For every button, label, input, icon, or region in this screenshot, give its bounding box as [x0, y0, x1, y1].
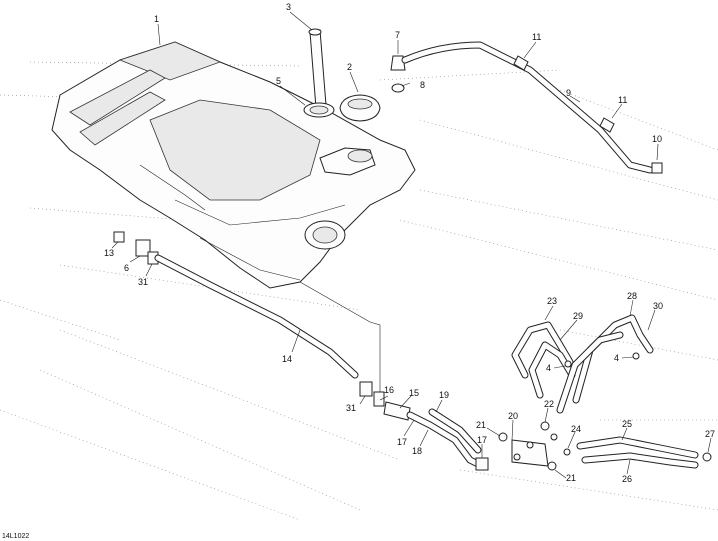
callout-26: 26 [622, 474, 632, 484]
fuel-cap [339, 94, 381, 122]
upper-hoses [511, 314, 654, 414]
diagram-code: 14L1022 [2, 533, 29, 540]
callout-31-a: 31 [138, 277, 148, 287]
callout-13: 13 [104, 248, 114, 258]
callout-19: 19 [439, 390, 449, 400]
callout-3: 3 [286, 2, 291, 12]
callout-14: 14 [282, 354, 292, 364]
callout-4-b: 4 [614, 353, 619, 363]
callout-16: 16 [384, 385, 394, 395]
left-fittings [113, 231, 159, 265]
callout-8: 8 [420, 80, 425, 90]
callout-10: 10 [652, 134, 662, 144]
callout-30: 30 [653, 301, 663, 311]
callout-29: 29 [573, 311, 583, 321]
callout-24: 24 [571, 424, 581, 434]
callout-21-a: 21 [476, 420, 486, 430]
callout-17-b: 17 [477, 435, 487, 445]
fuel-line [154, 254, 381, 400]
callout-9: 9 [566, 88, 571, 98]
callout-28: 28 [627, 291, 637, 301]
fuel-tank [51, 41, 416, 289]
callout-20: 20 [508, 411, 518, 421]
callout-4-a: 4 [546, 363, 551, 373]
callout-25: 25 [622, 419, 632, 429]
lower-hoses [576, 436, 712, 469]
callout-31-b: 31 [346, 403, 356, 413]
background-hatch [0, 61, 718, 521]
manifold-block [498, 421, 571, 471]
vent-valve [390, 55, 406, 93]
callout-17-a: 17 [397, 437, 407, 447]
callout-27: 27 [705, 429, 715, 439]
callout-6: 6 [124, 263, 129, 273]
filler-neck [308, 28, 327, 109]
callout-1: 1 [154, 14, 159, 24]
callout-15: 15 [409, 388, 419, 398]
callout-18: 18 [412, 446, 422, 456]
gasket [303, 102, 335, 118]
callout-23: 23 [547, 296, 557, 306]
callout-2: 2 [347, 62, 352, 72]
callout-7: 7 [395, 30, 400, 40]
callout-5: 5 [276, 76, 281, 86]
lower-fittings [359, 381, 489, 471]
callout-22: 22 [544, 399, 554, 409]
callout-labels: 1 2 3 4 4 5 6 7 8 9 10 11 11 13 14 15 16… [104, 2, 715, 484]
callout-11-a: 11 [532, 32, 541, 42]
leader-lines [111, 11, 712, 479]
callout-11-b: 11 [618, 95, 627, 105]
callout-21-b: 21 [566, 473, 576, 483]
vent-hose [401, 41, 663, 174]
